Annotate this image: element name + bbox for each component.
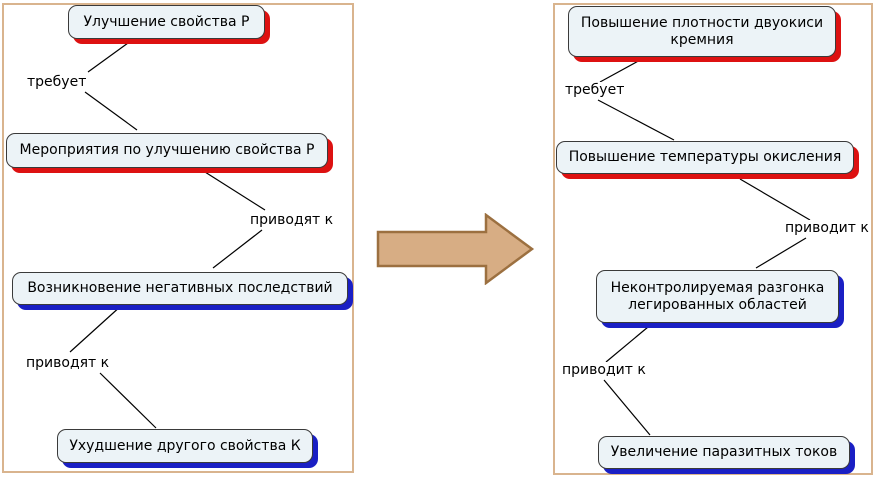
link-label-leads-to: приводит к (561, 362, 647, 379)
node-increase-oxidation-temperature: Повышение температуры окисления (556, 141, 854, 174)
link-label-lead-to: приводят к (25, 355, 111, 372)
link-label-leads-to: приводит к (784, 220, 870, 237)
link-label-lead-to: приводят к (249, 212, 335, 229)
right-panel (553, 3, 873, 475)
link-label-requires: требует (564, 82, 626, 99)
link-label-requires: требует (26, 74, 88, 91)
arrow-shape (376, 213, 535, 285)
node-parasitic-current-increase: Увеличение паразитных токов (598, 436, 850, 469)
node-increase-sio2-density: Повышение плотности двуокиси кремния (568, 6, 836, 57)
node-improve-property-p: Улучшение свойства Р (68, 5, 265, 39)
node-degrade-property-k: Ухудшение другого свойства К (57, 429, 313, 463)
node-negative-consequences: Возникновение негативных последствий (12, 272, 348, 305)
transition-arrow-icon (376, 213, 535, 285)
node-uncontrolled-dopant-diffusion: Неконтролируемая разгонка легированных о… (596, 270, 839, 323)
node-measures-improve-p: Мероприятия по улучшению свойства Р (6, 133, 328, 168)
